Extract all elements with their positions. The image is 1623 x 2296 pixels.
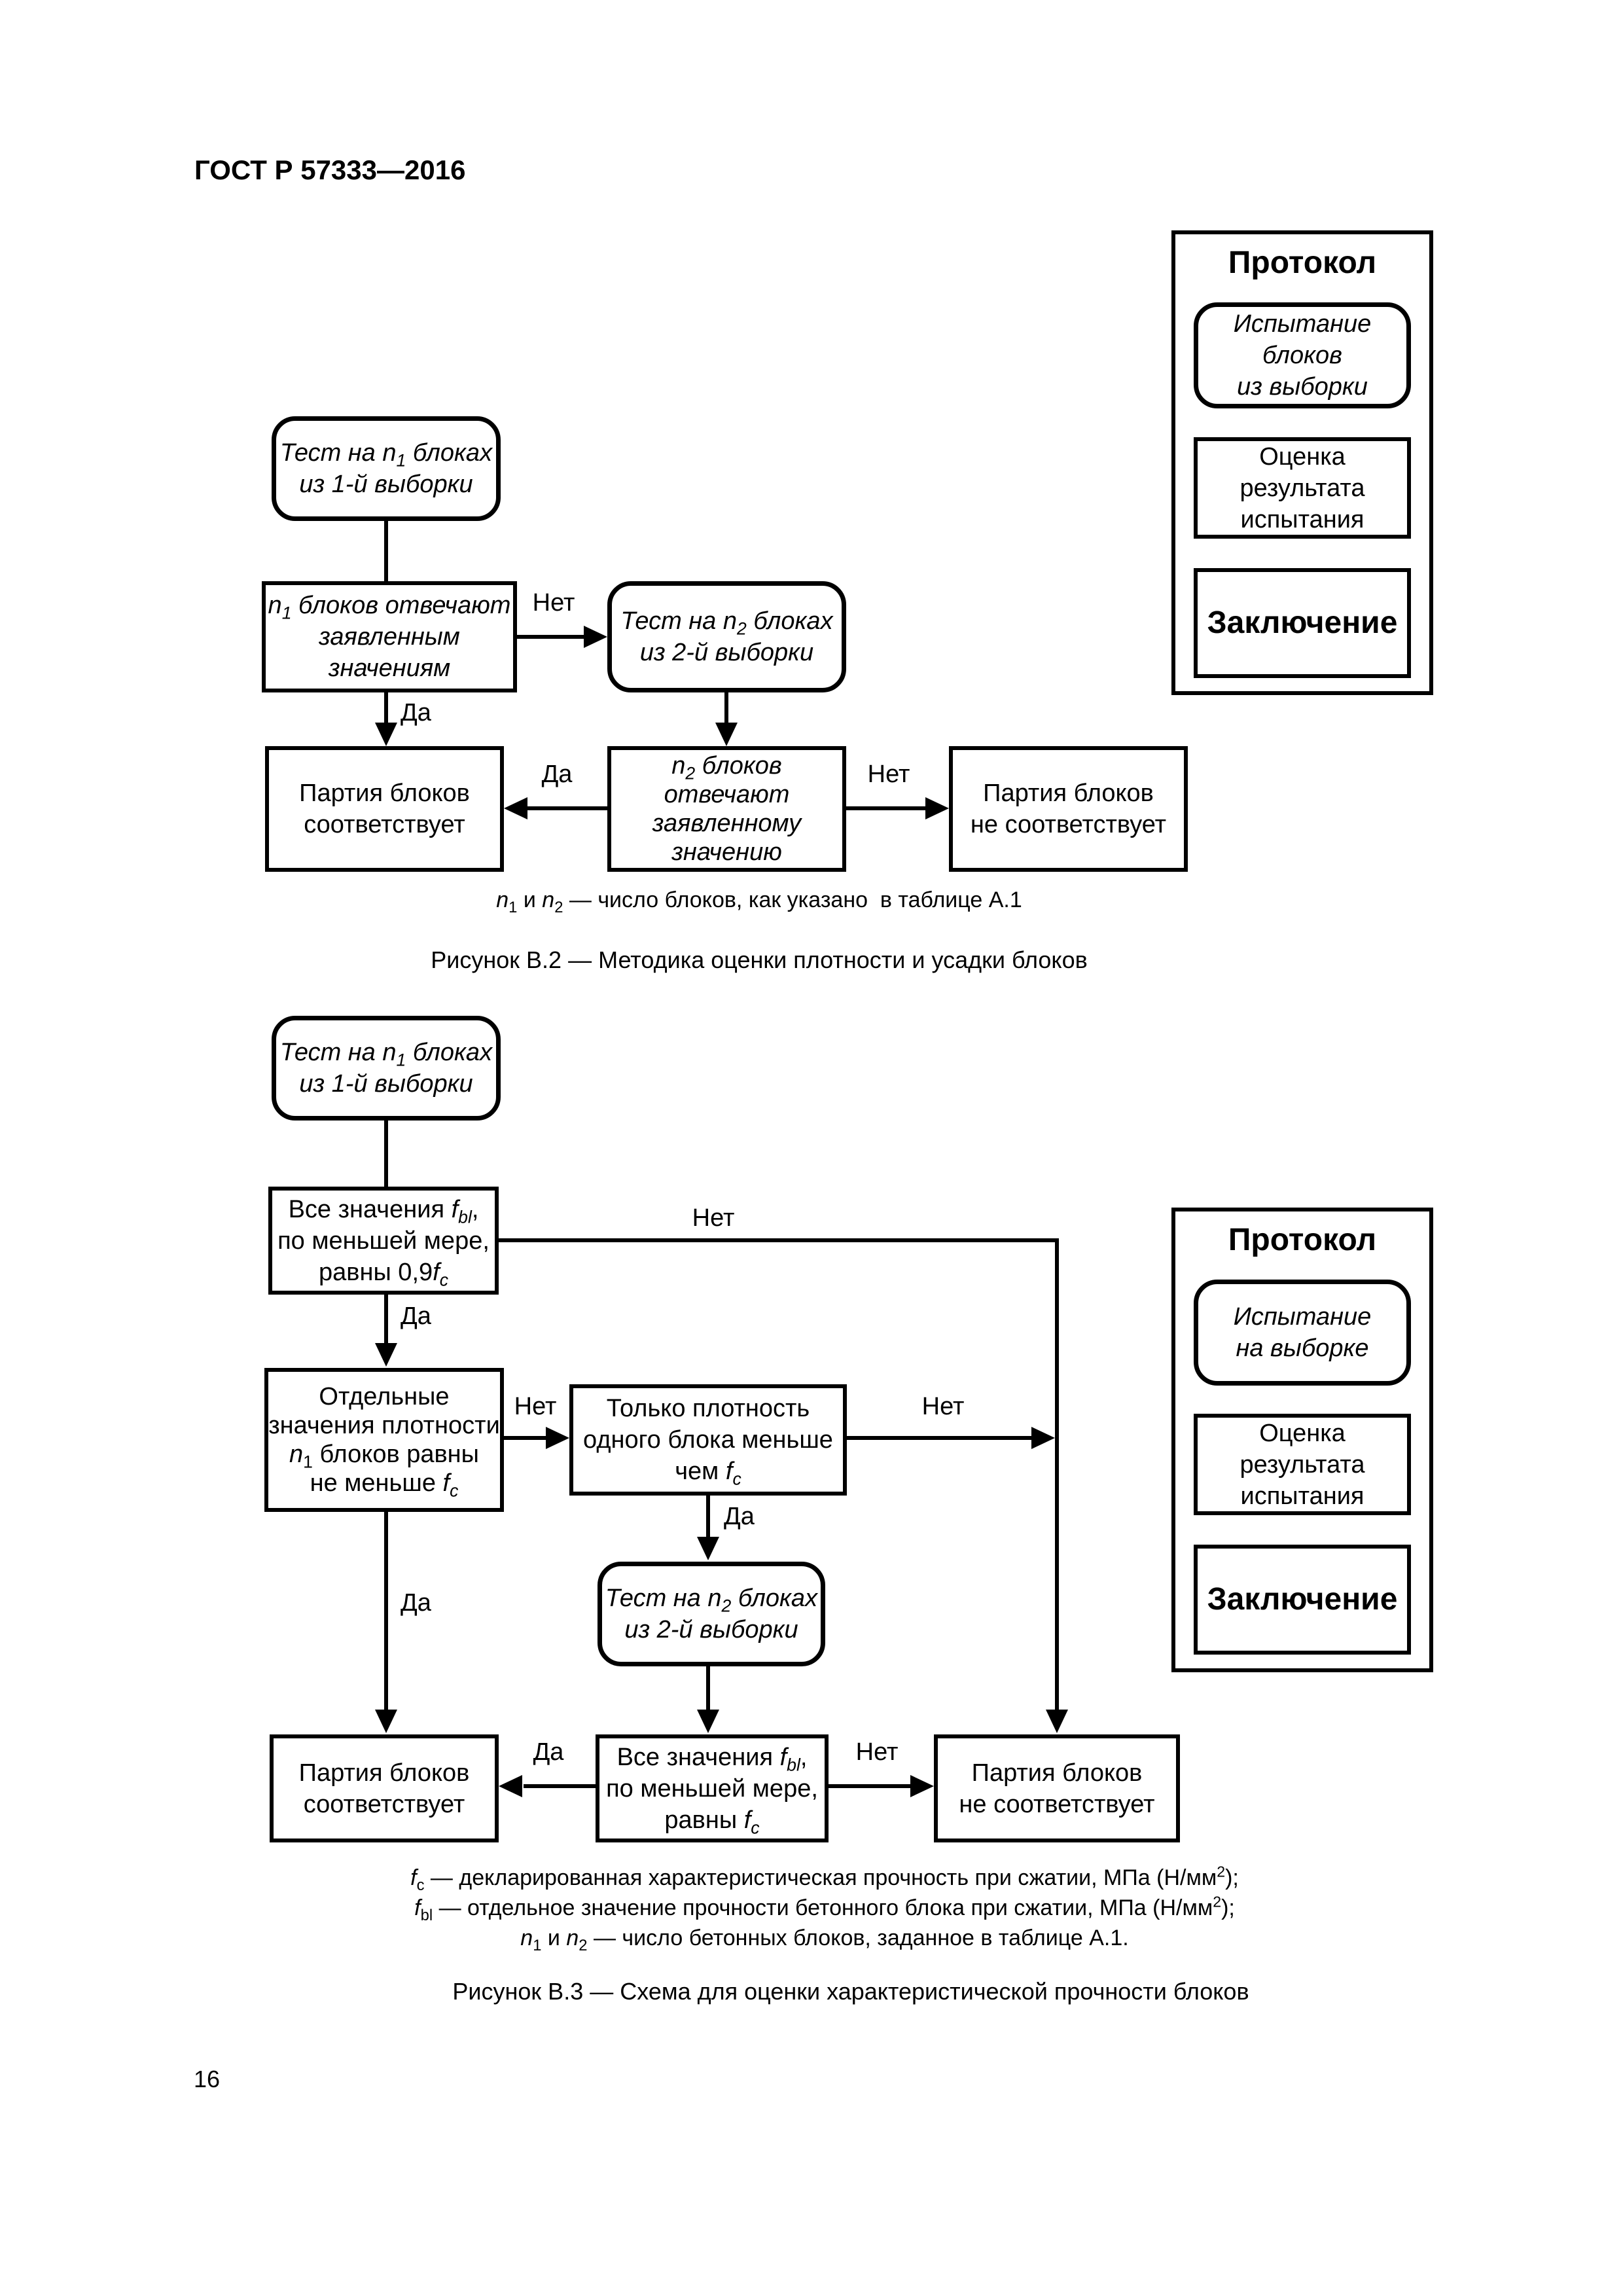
- flow-node-all-09fc: Все значения fbl,по меньшей мере,равны 0…: [268, 1187, 499, 1295]
- arrowhead-down-icon: [375, 1343, 397, 1367]
- connector-line: [847, 1436, 1033, 1440]
- page-number: 16: [194, 2066, 221, 2092]
- connector-line: [384, 1121, 388, 1187]
- edge-label-yes: Да: [533, 1738, 564, 1766]
- protocol-title: Протокол: [1228, 1223, 1377, 1257]
- edge-label-yes: Да: [724, 1503, 755, 1530]
- edge-label-no: Нет: [514, 1393, 557, 1420]
- arrowhead-down-icon: [715, 723, 738, 746]
- arrowhead-left-icon: [504, 797, 527, 819]
- arrowhead-right-icon: [584, 626, 607, 648]
- connector-line: [384, 521, 388, 581]
- footnote-n1n2: n1 и n2 — число бетонных блоков, заданно…: [520, 1926, 1129, 1954]
- arrowhead-right-icon: [546, 1427, 569, 1449]
- protocol-item-conclusion: Заключение: [1194, 1545, 1411, 1655]
- connector-line: [706, 1496, 710, 1537]
- connector-line: [706, 1666, 710, 1710]
- edge-label-no: Нет: [855, 1738, 899, 1766]
- flow-node-all-fc: Все значения fbl,по меньшей мере,равны f…: [596, 1734, 829, 1842]
- footnote-fbl: fbl — отдельное значение прочности бетон…: [414, 1893, 1235, 1924]
- edge-label-no: Нет: [921, 1393, 965, 1420]
- edge-label-yes: Да: [541, 761, 573, 788]
- connector-line: [384, 1295, 388, 1344]
- connector-line: [384, 1512, 388, 1710]
- connector-line: [829, 1784, 910, 1788]
- arrowhead-down-icon: [375, 1710, 397, 1733]
- arrowhead-right-icon: [925, 797, 949, 819]
- edge-label-yes: Да: [401, 1589, 431, 1617]
- footnote-fc: fc — декларированная характеристическая …: [410, 1863, 1239, 1894]
- connector-line: [1055, 1238, 1059, 1711]
- arrowhead-down-icon: [697, 1710, 719, 1733]
- page-header: ГОСТ Р 57333—2016: [194, 154, 466, 185]
- figure-b2-caption: Рисунок В.2 — Методика оценки плотности …: [431, 946, 1088, 973]
- connector-line: [384, 692, 388, 724]
- edge-label-yes: Да: [401, 1302, 431, 1330]
- connector-line: [525, 806, 607, 810]
- arrowhead-down-icon: [1046, 1710, 1068, 1733]
- figure-b3-footnotes: fc — декларированная характеристическая …: [281, 1863, 1368, 1953]
- protocol-title: Протокол: [1228, 245, 1377, 280]
- arrowhead-right-icon: [910, 1775, 934, 1797]
- protocol-item-conclusion: Заключение: [1194, 568, 1411, 678]
- edge-label-no: Нет: [867, 761, 910, 788]
- connector-line: [517, 635, 589, 639]
- connector-line: [724, 692, 728, 724]
- connector-line: [499, 1238, 1059, 1242]
- arrowhead-down-icon: [697, 1537, 719, 1560]
- connector-line: [846, 806, 928, 810]
- connector-line: [524, 1784, 596, 1788]
- edge-label-no: Нет: [532, 589, 575, 617]
- figure-b3-caption: Рисунок В.3 — Схема для оценки характери…: [452, 1978, 1249, 2005]
- connector-line: [504, 1436, 547, 1440]
- arrowhead-left-icon: [499, 1775, 522, 1797]
- edge-label-yes: Да: [401, 699, 431, 726]
- figure-b2-footnote: n1 и n2 — число блоков, как указано в та…: [496, 888, 1022, 916]
- arrowhead-down-icon: [375, 723, 397, 746]
- arrowhead-right-icon: [1031, 1427, 1055, 1449]
- edge-label-no: Нет: [692, 1204, 735, 1232]
